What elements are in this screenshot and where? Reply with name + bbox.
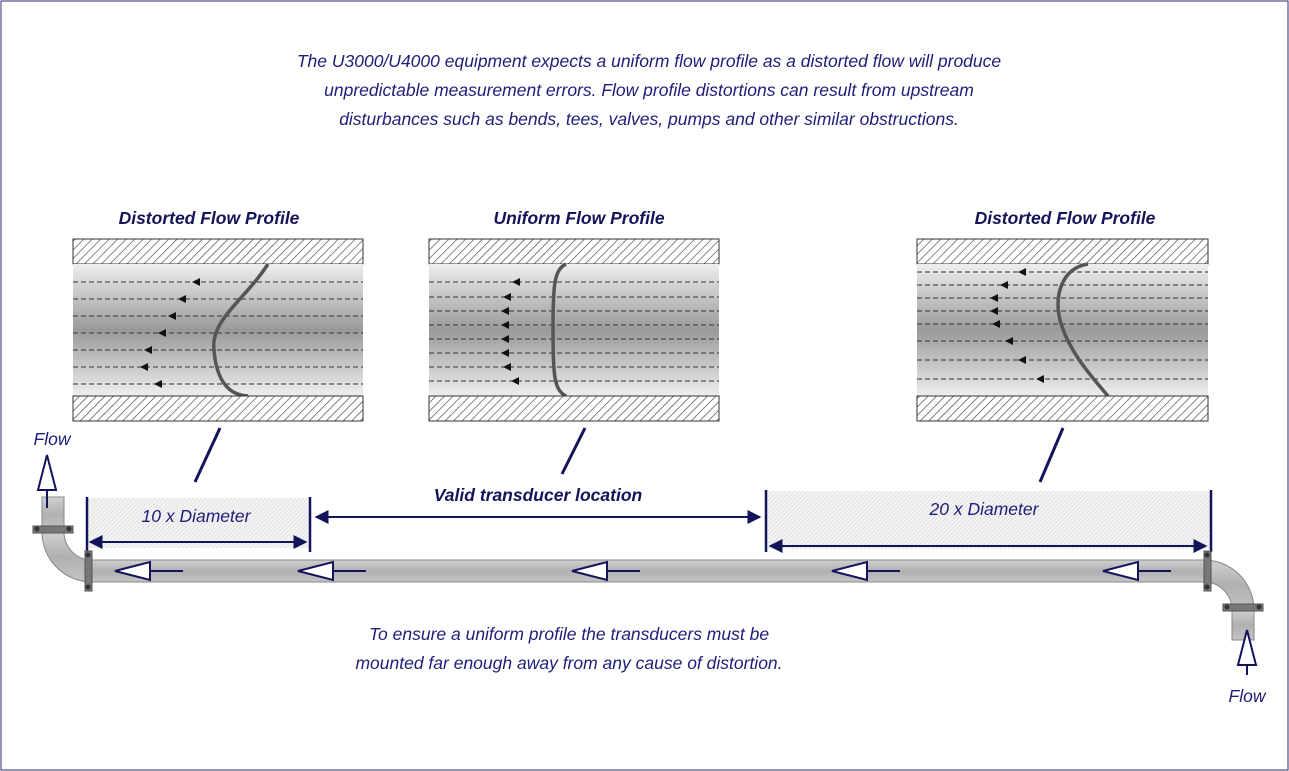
profile-panel-center [428,238,720,422]
flow-arrow-right [1236,629,1258,675]
intro-line-1: The U3000/U4000 equipment expects a unif… [297,51,1002,71]
pointer-line-left [193,427,222,483]
horizontal-pipe [91,559,1205,583]
twenty-diameter-label: 20 x Diameter [929,499,1040,519]
profile-title-left: Distorted Flow Profile [119,208,300,228]
left-flange-vertical [32,525,74,534]
pipe-wall-top [916,238,1209,265]
profile-panel-left [72,238,364,422]
pointer-line-center [560,427,587,475]
pipe-flow-arrow [114,560,183,582]
footer-line-1: To ensure a uniform profile the transduc… [369,624,769,644]
pipe-wall-bottom [428,395,720,422]
pipe-wall-top [72,238,364,265]
velocity-curve [1056,262,1110,398]
pipe-flow-arrow [297,560,366,582]
intro-line-3: disturbances such as bends, tees, valves… [339,109,959,129]
right-flange-horizontal [1203,550,1212,592]
flow-label-right: Flow [1229,686,1267,706]
flow-arrow-left [36,454,58,508]
main-pipe [32,496,1264,641]
profile-title-right: Distorted Flow Profile [975,208,1156,228]
velocity-curve [212,263,270,398]
velocity-curve [551,262,567,398]
pipe-flow-arrow [1102,560,1171,582]
ten-diameter-label: 10 x Diameter [142,506,252,526]
pipe-flow-arrow [831,560,900,582]
profile-panel-right [916,238,1209,422]
flow-label-left: Flow [34,429,72,449]
pipe-wall-bottom [916,395,1209,422]
right-flange-vertical [1222,603,1264,612]
valid-location-label: Valid transducer location [434,485,642,505]
profile-title-center: Uniform Flow Profile [493,208,664,228]
intro-line-2: unpredictable measurement errors. Flow p… [324,80,974,100]
footer-line-2: mounted far enough away from any cause o… [355,653,782,673]
flow-body [429,264,719,396]
pipe-wall-top [428,238,720,265]
pointer-line-right [1038,427,1065,483]
pipe-flow-arrow [571,560,640,582]
right-riser [1231,609,1255,641]
pipe-wall-bottom [72,395,364,422]
left-flange-horizontal [84,550,93,592]
left-elbow [41,531,93,583]
